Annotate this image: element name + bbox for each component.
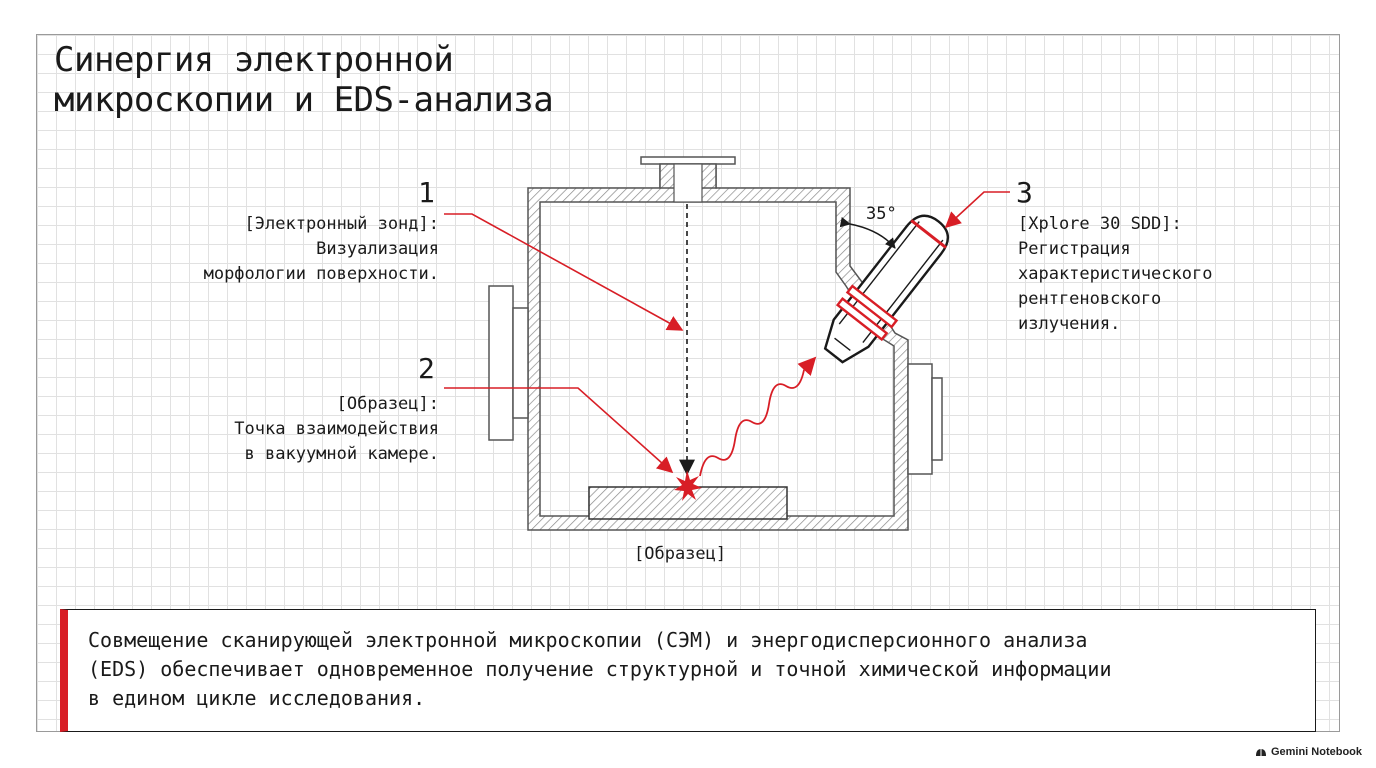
callout-3-line-3: характеристического xyxy=(1018,264,1213,284)
brand-badge: Gemini Notebook xyxy=(1255,746,1362,758)
summary-box: Совмещение сканирующей электронной микро… xyxy=(60,609,1316,732)
callout-3-number: 3 xyxy=(1016,176,1033,209)
callout-3-line-4: рентгеновского xyxy=(1018,289,1162,309)
callout-3-text: [Xplore 30 SDD]: Регистрация характерист… xyxy=(1018,212,1212,337)
callout-2-line-3: в вакуумной камере. xyxy=(244,444,439,464)
summary-line-1: Совмещение сканирующей электронной микро… xyxy=(88,628,1088,652)
summary-line-2: (EDS) обеспечивает одновременное получен… xyxy=(88,657,1112,681)
xray-wave xyxy=(699,356,817,477)
callout-1-line-1: [Электронный зонд]: xyxy=(244,214,439,234)
page-title: Синергия электронной микроскопии и EDS-а… xyxy=(54,40,554,120)
left-port-neck xyxy=(512,307,529,419)
column-top-flange xyxy=(640,156,736,165)
callout-2-text: [Образец]: Точка взаимодействия в вакуум… xyxy=(234,392,439,467)
eds-detector xyxy=(823,214,949,364)
right-port-flange xyxy=(931,377,943,461)
callout-1-number: 1 xyxy=(418,176,435,209)
summary-line-3: в едином цикле исследования. xyxy=(88,686,426,710)
sample-caption: [Образец] xyxy=(634,544,727,564)
interaction-point-spark xyxy=(674,470,702,501)
dome-icon xyxy=(1255,748,1266,756)
callout-3-line-5: излучения. xyxy=(1018,314,1121,334)
leader-line-2 xyxy=(444,387,674,474)
leader-line-1 xyxy=(444,213,684,331)
callout-2-line-1: [Образец]: xyxy=(336,394,439,414)
callout-1-text: [Электронный зонд]: Визуализация морфоло… xyxy=(204,212,439,287)
brand-label: Gemini Notebook xyxy=(1270,746,1362,758)
title-line-2: микроскопии и EDS-анализа xyxy=(54,80,554,120)
callout-1-line-3: морфологии поверхности. xyxy=(203,264,439,284)
left-port-flange xyxy=(488,285,514,441)
callout-1-line-2: Визуализация xyxy=(316,239,439,259)
title-line-1: Синергия электронной xyxy=(54,40,454,80)
callout-3-line-1: [Xplore 30 SDD]: xyxy=(1018,214,1182,234)
callout-2-number: 2 xyxy=(418,352,435,385)
callout-3-line-2: Регистрация xyxy=(1018,239,1131,259)
callout-2-line-2: Точка взаимодействия xyxy=(234,419,439,439)
leader-line-3 xyxy=(944,191,1010,229)
column-bore xyxy=(673,163,703,203)
angle-arc xyxy=(839,216,896,249)
angle-label: 35° xyxy=(866,204,897,224)
right-port-neck xyxy=(907,363,933,475)
